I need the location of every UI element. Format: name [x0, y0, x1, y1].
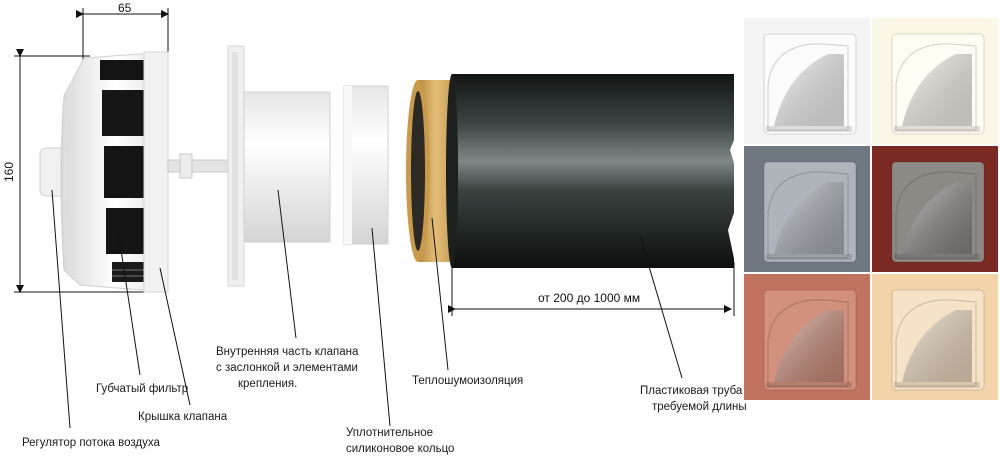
inner-part-label-2: с заслонкой и элементами: [216, 362, 358, 374]
hood-lip: [894, 254, 980, 260]
plastic-pipe: [446, 74, 742, 268]
color-options-grid: [744, 18, 998, 400]
color-option-white: [744, 18, 870, 144]
pipe-length-dimension: от 200 до 1000 мм: [448, 262, 735, 316]
inner-part-label-3: крепления.: [238, 378, 297, 390]
hood-lip: [766, 254, 852, 260]
width-dimension: 65: [76, 1, 169, 60]
leader-lines: [51, 189, 683, 429]
plastic-pipe-label-1: Пластиковая труба: [640, 385, 743, 397]
sponge-filter: [100, 60, 144, 282]
hood-lip: [766, 126, 852, 132]
seal-ring-label-1: Уплотнительное: [346, 427, 433, 439]
air-regulator-label: Регулятор потока воздуха: [22, 437, 160, 449]
seal-ring-label-2: силиконовое кольцо: [346, 443, 454, 455]
hood-shading: [902, 54, 972, 126]
height-dimension-label: 160: [2, 162, 16, 182]
inner-valve-part: [227, 45, 331, 287]
color-option-beige: [872, 274, 998, 400]
hood-shading: [902, 310, 972, 382]
color-option-terracotta: [744, 274, 870, 400]
hood-shading: [902, 182, 972, 254]
color-option-brown: [872, 146, 998, 272]
hood-lip: [894, 126, 980, 132]
hood-lip: [894, 382, 980, 388]
pipe-length-label: от 200 до 1000 мм: [538, 291, 640, 305]
hood-shading: [774, 54, 844, 126]
hood-lip: [766, 382, 852, 388]
plastic-pipe-label-2: требуемой длины: [652, 401, 747, 413]
insulation-label: Теплошумоизоляция: [412, 375, 523, 387]
color-option-ivory: [872, 18, 998, 144]
sponge-filter-label: Губчатый фильтр: [96, 383, 188, 395]
color-option-grey: [744, 146, 870, 272]
silicone-seal-ring: [343, 85, 389, 245]
valve-cap: [39, 51, 229, 293]
valve-cover-rim: [143, 51, 169, 293]
height-dimension: 160: [2, 49, 150, 293]
valve-cover-label: Крышка клапана: [138, 411, 228, 423]
hood-shading: [774, 182, 844, 254]
inner-part-label-1: Внутренняя часть клапана: [216, 346, 359, 358]
width-dimension-label: 65: [118, 1, 132, 15]
hood-shading: [774, 310, 844, 382]
